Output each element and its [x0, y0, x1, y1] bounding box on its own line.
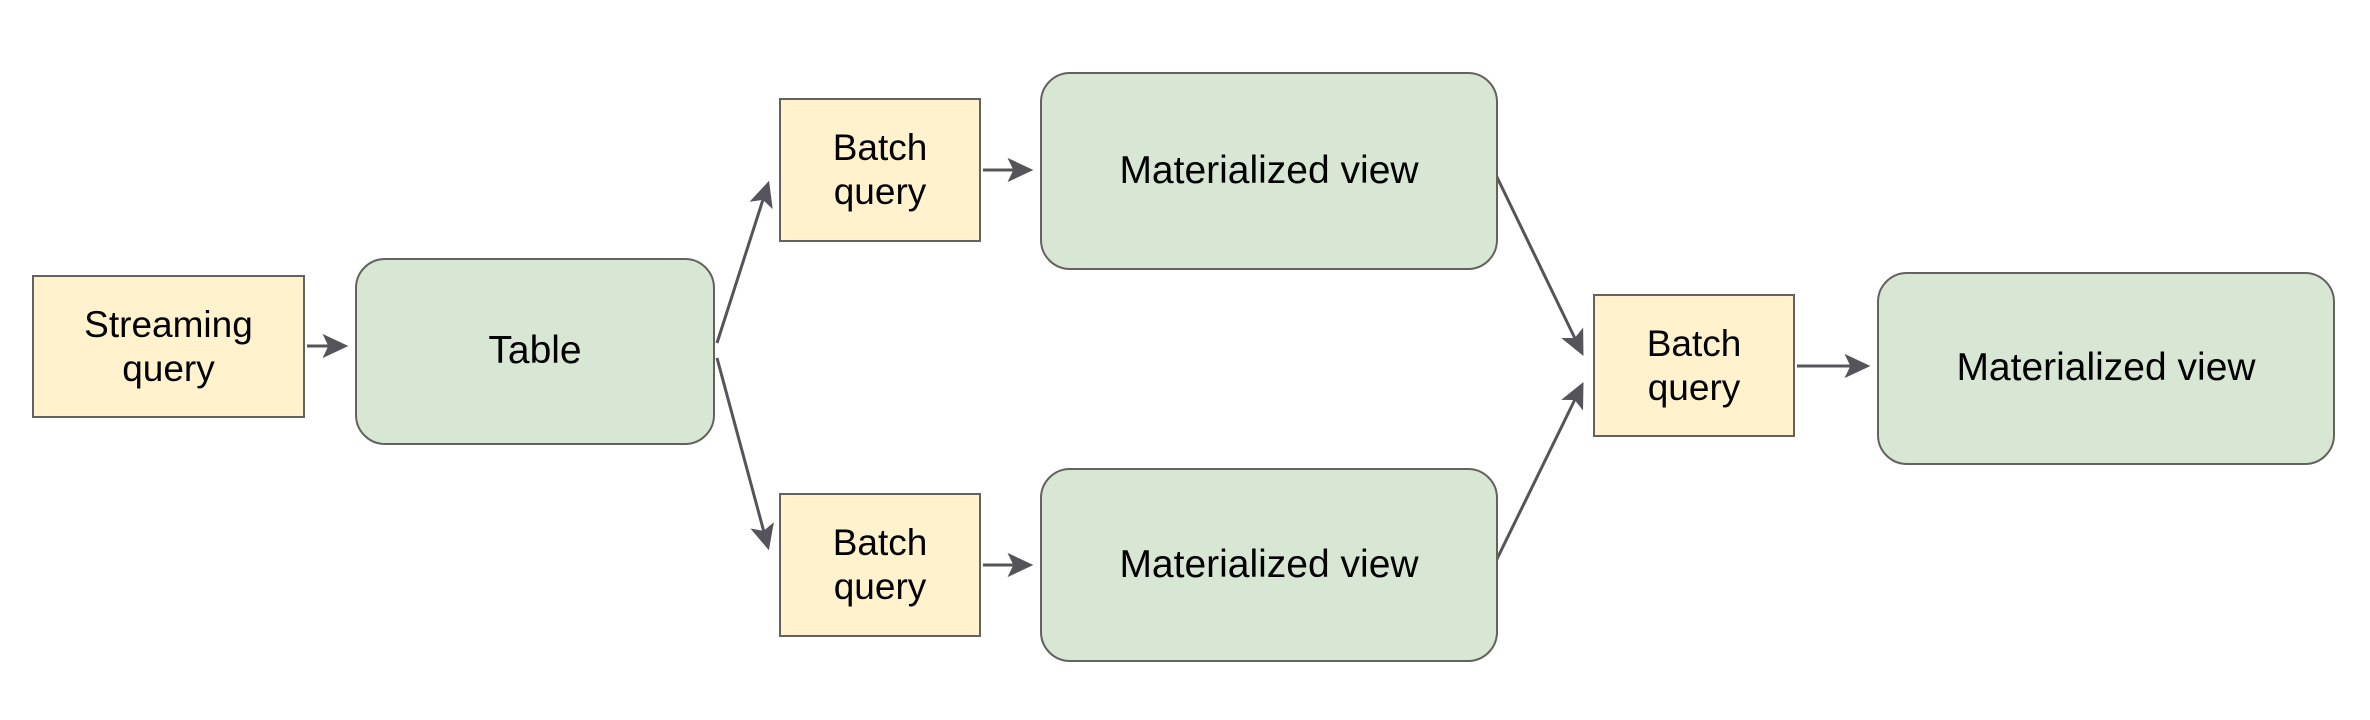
node-materialized-view-bottom[interactable]: Materialized view — [1040, 468, 1498, 662]
node-batch-query-center[interactable]: Batch query — [1593, 294, 1795, 437]
node-materialized-view-top-label: Materialized view — [1119, 148, 1419, 192]
node-batch-query-center-label: Batch query — [1646, 322, 1742, 408]
edge-materialized-view-bottom-to-batch-query-center — [1493, 381, 1584, 564]
node-batch-query-top-label: Batch query — [832, 127, 928, 212]
node-streaming-query[interactable]: Streaming query — [32, 275, 305, 418]
node-batch-query-bottom[interactable]: Batch query — [779, 493, 981, 637]
node-table-label: Table — [488, 329, 582, 373]
node-materialized-view-right[interactable]: Materialized view — [1877, 272, 2335, 465]
node-materialized-view-right-label: Materialized view — [1956, 346, 2256, 390]
node-batch-query-bottom-label: Batch query — [832, 522, 928, 607]
edge-table-to-batch-query-top — [715, 180, 773, 344]
edge-table-to-batch-query-bottom — [715, 357, 774, 551]
node-batch-query-top[interactable]: Batch query — [779, 98, 981, 242]
node-materialized-view-top[interactable]: Materialized view — [1040, 72, 1498, 270]
node-table[interactable]: Table — [355, 258, 715, 445]
edge-materialized-view-top-to-batch-query-center — [1493, 172, 1584, 357]
node-materialized-view-bottom-label: Materialized view — [1119, 542, 1419, 586]
node-streaming-query-label: Streaming query — [84, 303, 253, 389]
